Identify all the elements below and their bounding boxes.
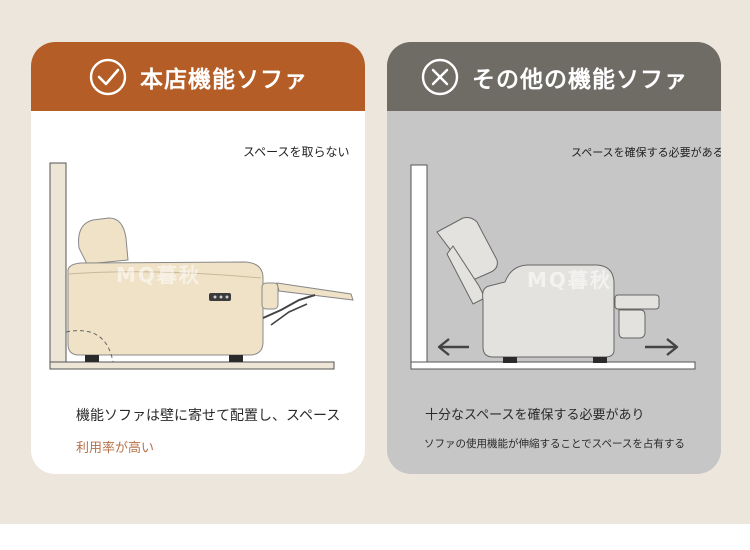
other-sofa-card: その他の機能ソファ スペースを確保する必要がある MQ暮秋 十分なスペースを確保… xyxy=(387,42,721,474)
watermark-right: MQ暮秋 xyxy=(527,268,612,292)
other-sofa-title: その他の機能ソファ xyxy=(472,66,688,93)
right-caption-line2: ソファの使用機能が伸縮することでスペースを占有する xyxy=(424,438,685,450)
watermark-left: MQ暮秋 xyxy=(116,263,201,287)
right-caption-line1: 十分なスペースを確保する必要があり xyxy=(425,408,645,423)
footer-band xyxy=(0,524,750,550)
our-sofa-title: 本店機能ソファ xyxy=(140,66,308,93)
right-top-note: スペースを確保する必要がある xyxy=(571,146,721,159)
arrow-right-icon xyxy=(645,338,679,356)
other-sofa-header: その他の機能ソファ xyxy=(387,42,721,111)
compact-sofa-illustration xyxy=(49,162,354,370)
left-caption-line2: 利用率が高い xyxy=(76,441,155,456)
our-sofa-header: 本店機能ソファ xyxy=(31,42,365,111)
bulky-sofa-illustration xyxy=(410,164,696,370)
left-top-note: スペースを取らない xyxy=(243,145,350,159)
left-caption-line1: 機能ソファは壁に寄せて配置し、スペース xyxy=(76,408,341,424)
check-circle-icon xyxy=(89,58,127,95)
x-circle-icon xyxy=(421,58,459,95)
arrow-left-icon xyxy=(437,338,469,356)
our-sofa-card: 本店機能ソファ スペースを取らない MQ暮秋 機能ソファは壁に寄せて配置し、スペ… xyxy=(31,42,365,474)
